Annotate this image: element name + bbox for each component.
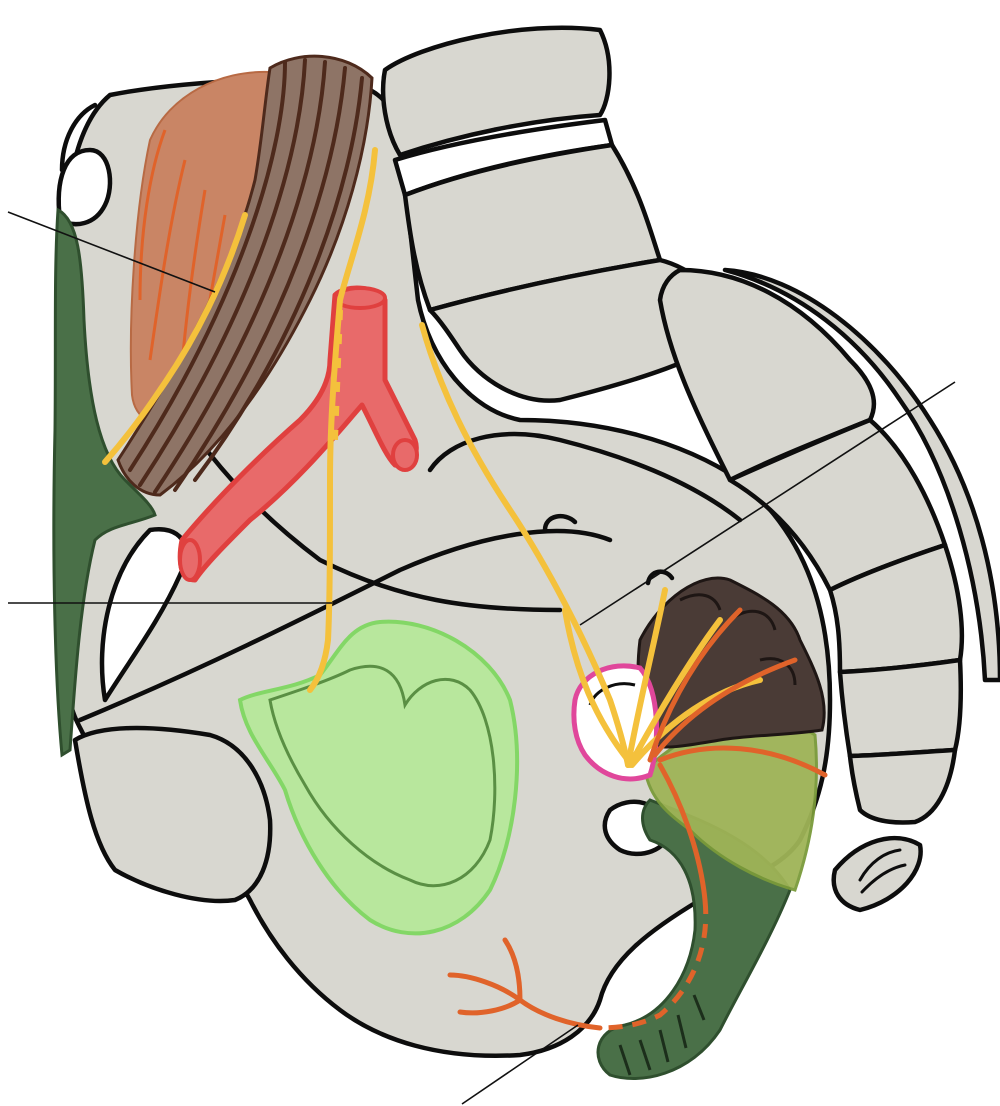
artery-cut-right xyxy=(393,440,417,470)
sacrum-segment-5 xyxy=(850,750,955,823)
sacrum-segment-4 xyxy=(840,660,961,756)
asis-outline xyxy=(59,150,110,224)
coccyx-tip xyxy=(834,838,921,910)
pubic-body xyxy=(75,728,270,901)
artery-cut-left xyxy=(180,540,200,580)
